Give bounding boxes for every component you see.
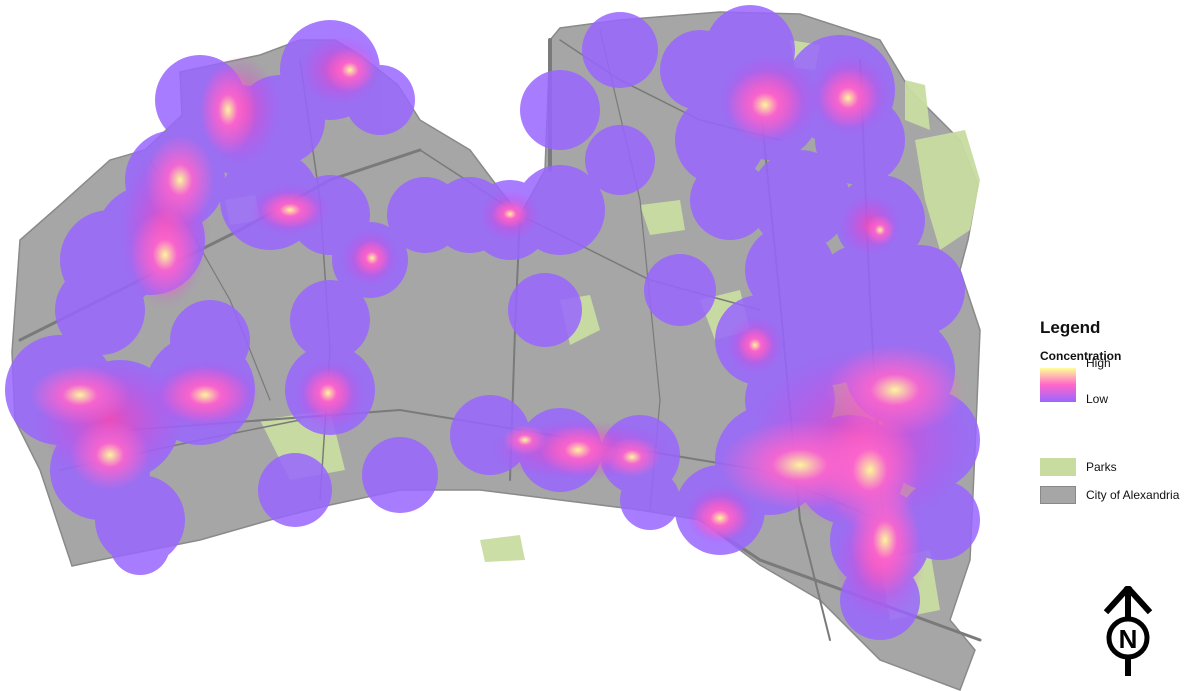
concentration-color-ramp: [1040, 368, 1076, 402]
north-letter: N: [1119, 624, 1138, 654]
legend-concentration-label: Concentration: [1040, 349, 1122, 363]
ramp-low-label: Low: [1086, 392, 1109, 406]
city-label: City of Alexandria: [1086, 488, 1180, 502]
legend-item-parks: Parks: [1040, 456, 1184, 478]
parks-swatch: [1040, 458, 1076, 476]
concentration-ramp: High Low: [1040, 356, 1184, 410]
map-legend: Legend Concentration High Low Parks City…: [1040, 318, 1184, 506]
parks-label: Parks: [1086, 460, 1117, 474]
city-swatch: [1040, 486, 1076, 504]
legend-title: Legend: [1040, 318, 1101, 337]
legend-item-city: City of Alexandria: [1040, 484, 1184, 506]
heat-high-layer: [30, 48, 965, 595]
north-arrow-icon: N: [1103, 586, 1153, 676]
ramp-high-label: High: [1086, 356, 1111, 370]
